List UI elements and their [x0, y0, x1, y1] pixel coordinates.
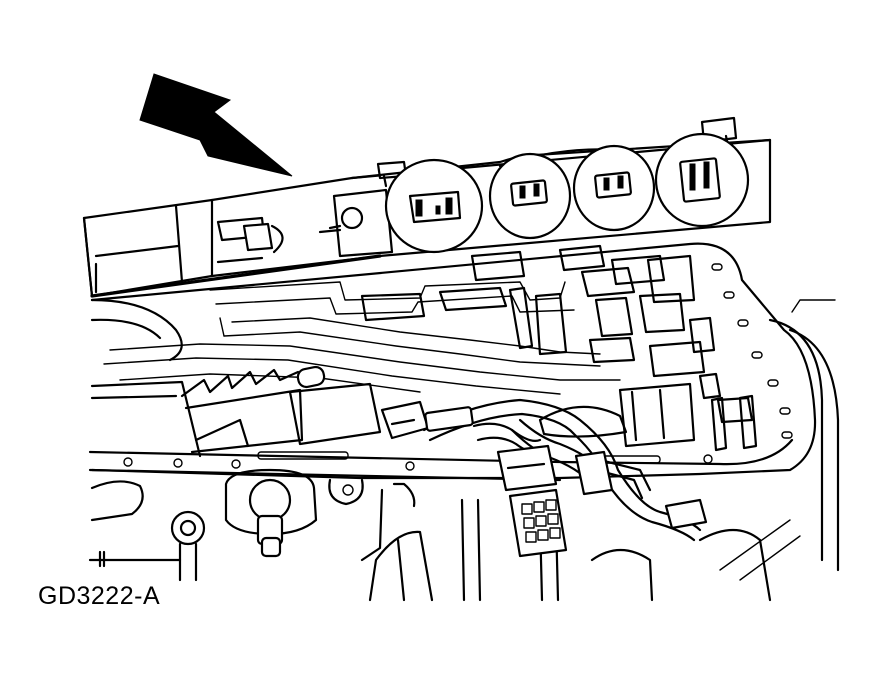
lower-pump: [88, 468, 416, 582]
plug-pin-grid: [521, 499, 561, 543]
solenoid-2: [488, 152, 572, 240]
left-housing: [90, 298, 382, 458]
fluid-channels: [103, 244, 754, 424]
figure-id-label: GD3222-A: [38, 582, 161, 610]
valve-body-plate: [88, 242, 840, 572]
wiring-harness: [380, 398, 708, 558]
solenoid-3: [572, 144, 656, 232]
lower-housing: [368, 498, 801, 602]
solenoid-body: [82, 116, 772, 298]
right-bore: [538, 382, 758, 452]
direction-arrow-icon: [139, 73, 293, 177]
solenoid-4: [654, 132, 750, 228]
solenoid-1: [384, 158, 484, 254]
